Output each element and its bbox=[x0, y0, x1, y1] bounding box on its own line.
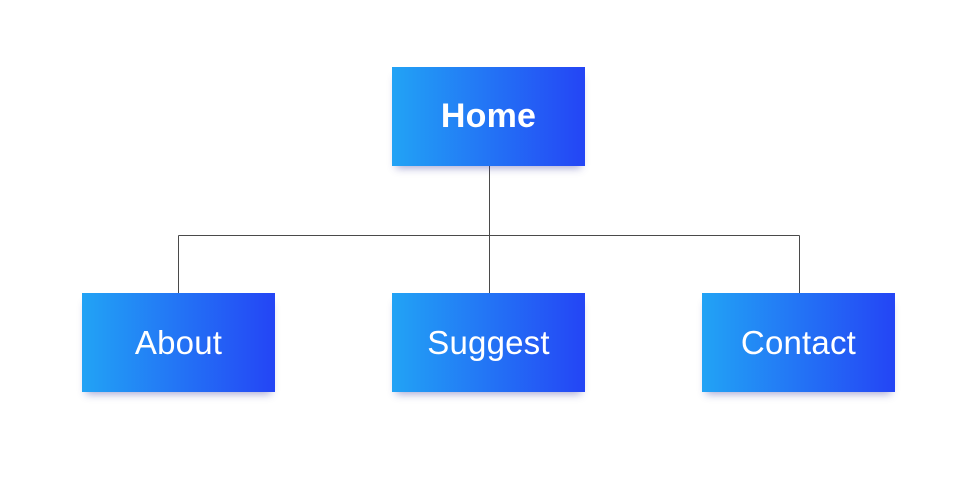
node-contact-label: Contact bbox=[740, 323, 857, 361]
node-about-label: About bbox=[134, 323, 223, 361]
node-about[interactable]: About bbox=[82, 293, 275, 392]
node-suggest[interactable]: Suggest bbox=[392, 293, 585, 392]
node-home[interactable]: Home bbox=[392, 67, 585, 166]
node-contact[interactable]: Contact bbox=[702, 293, 895, 392]
node-home-label: Home bbox=[440, 97, 537, 135]
node-suggest-label: Suggest bbox=[427, 323, 550, 361]
